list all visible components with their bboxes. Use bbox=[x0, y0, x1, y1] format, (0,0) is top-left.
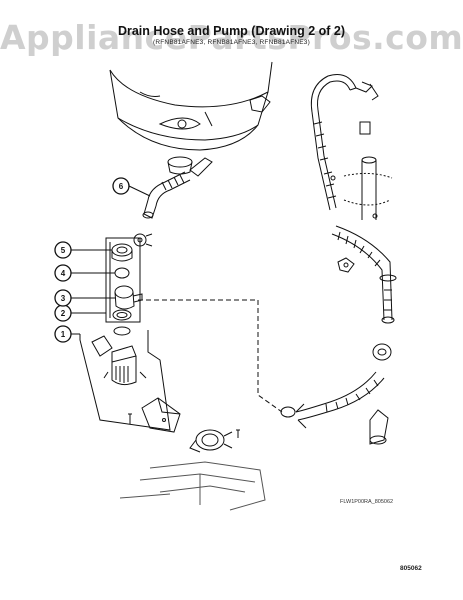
connection-dashed-line bbox=[138, 299, 283, 413]
tub-outlet-fitting bbox=[167, 156, 213, 177]
callout-3: 3 bbox=[54, 289, 116, 307]
hose-clamp bbox=[133, 233, 153, 247]
callout-6: 6 bbox=[112, 177, 151, 197]
callout-1-label: 1 bbox=[61, 330, 66, 339]
callout-5: 5 bbox=[54, 241, 112, 259]
callout-4: 4 bbox=[54, 264, 115, 282]
drain-hose-part-6 bbox=[142, 171, 191, 219]
drain-pump-part-3 bbox=[114, 285, 143, 310]
callout-5-label: 5 bbox=[61, 246, 66, 255]
pump-coupling bbox=[189, 429, 233, 453]
lower-hose-routing bbox=[331, 225, 397, 324]
tub-assembly bbox=[109, 61, 273, 151]
callout-4-label: 4 bbox=[61, 269, 66, 278]
pump-motor-part-1 bbox=[91, 326, 147, 386]
callout-3-label: 3 bbox=[61, 294, 66, 303]
pump-bracket bbox=[105, 237, 141, 323]
mounting-bracket bbox=[128, 397, 240, 438]
pump-hose-outlet bbox=[280, 343, 392, 445]
callout-2-label: 2 bbox=[61, 309, 66, 318]
pump-seal-part-5 bbox=[111, 243, 133, 262]
drawing-id: 805062 bbox=[400, 565, 422, 572]
upper-hose-routing bbox=[310, 74, 393, 220]
model-list: (RFNB81AFNE3, RFNB81AFNE3, RFNB81AFNE3) bbox=[153, 39, 310, 46]
part-1-leader-bracket bbox=[79, 330, 171, 431]
callout-group: 1 2 3 4 5 bbox=[54, 177, 151, 343]
cabinet-base bbox=[119, 461, 266, 511]
callout-6-label: 6 bbox=[119, 182, 124, 191]
gasket-part-2 bbox=[112, 309, 132, 321]
page-title: Drain Hose and Pump (Drawing 2 of 2) bbox=[117, 24, 346, 38]
callout-1: 1 bbox=[54, 325, 80, 343]
drawing-reference: FLW1P00RA_805062 bbox=[340, 499, 394, 505]
callout-2: 2 bbox=[54, 304, 106, 322]
o-ring-part-4 bbox=[114, 267, 130, 279]
